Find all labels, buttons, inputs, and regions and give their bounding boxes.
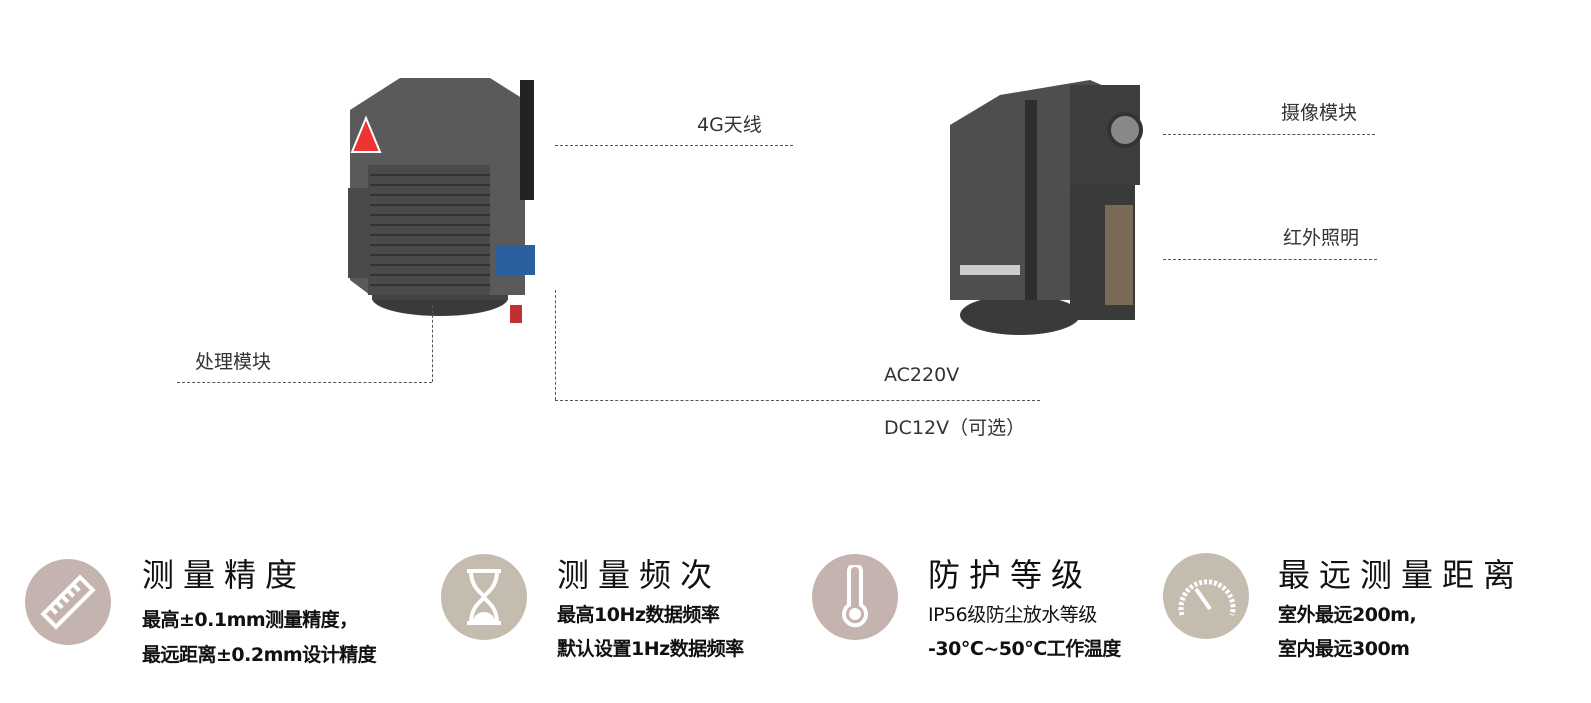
camera-unit-image (950, 80, 1143, 335)
power-leader-line (555, 400, 1040, 401)
ruler-icon (25, 559, 111, 645)
feature-line: -30℃~50℃工作温度 (928, 638, 1121, 660)
antenna-label: 4G天线 (697, 114, 762, 136)
thermometer-icon (812, 554, 898, 640)
camera-leader-line (1163, 134, 1375, 135)
dc-label: DC12V（可选） (884, 417, 1026, 439)
feature-title-accuracy: 测量精度 (142, 556, 307, 594)
processor-label: 处理模块 (195, 351, 272, 373)
antenna-leader-line (555, 145, 793, 146)
infrared-leader-line (1163, 259, 1377, 260)
processor-leader-line (177, 382, 432, 383)
camera-label: 摄像模块 (1281, 102, 1358, 124)
hourglass-icon (441, 554, 527, 640)
ac-label: AC220V (884, 364, 960, 386)
feature-title-protection: 防护等级 (928, 556, 1093, 594)
feature-line: 最高10Hz数据频率 (557, 604, 720, 626)
feature-line: 最高±0.1mm测量精度， (142, 609, 358, 631)
infrared-label: 红外照明 (1283, 227, 1360, 249)
feature-title-frequency: 测量频次 (557, 556, 722, 594)
processing-unit-image (348, 78, 535, 323)
feature-line: 室外最远200m, (1278, 604, 1417, 626)
feature-line: 室内最远300m (1278, 638, 1410, 660)
feature-line: 默认设置1Hz数据频率 (557, 638, 744, 660)
power-leader-vertical (555, 290, 556, 400)
processor-leader-vertical (432, 305, 433, 382)
gauge-icon (1163, 553, 1249, 639)
feature-line: 最远距离±0.2mm设计精度 (142, 644, 377, 666)
feature-title-distance: 最远测量距离 (1278, 556, 1525, 594)
feature-line: IP56级防尘放水等级 (928, 604, 1097, 626)
